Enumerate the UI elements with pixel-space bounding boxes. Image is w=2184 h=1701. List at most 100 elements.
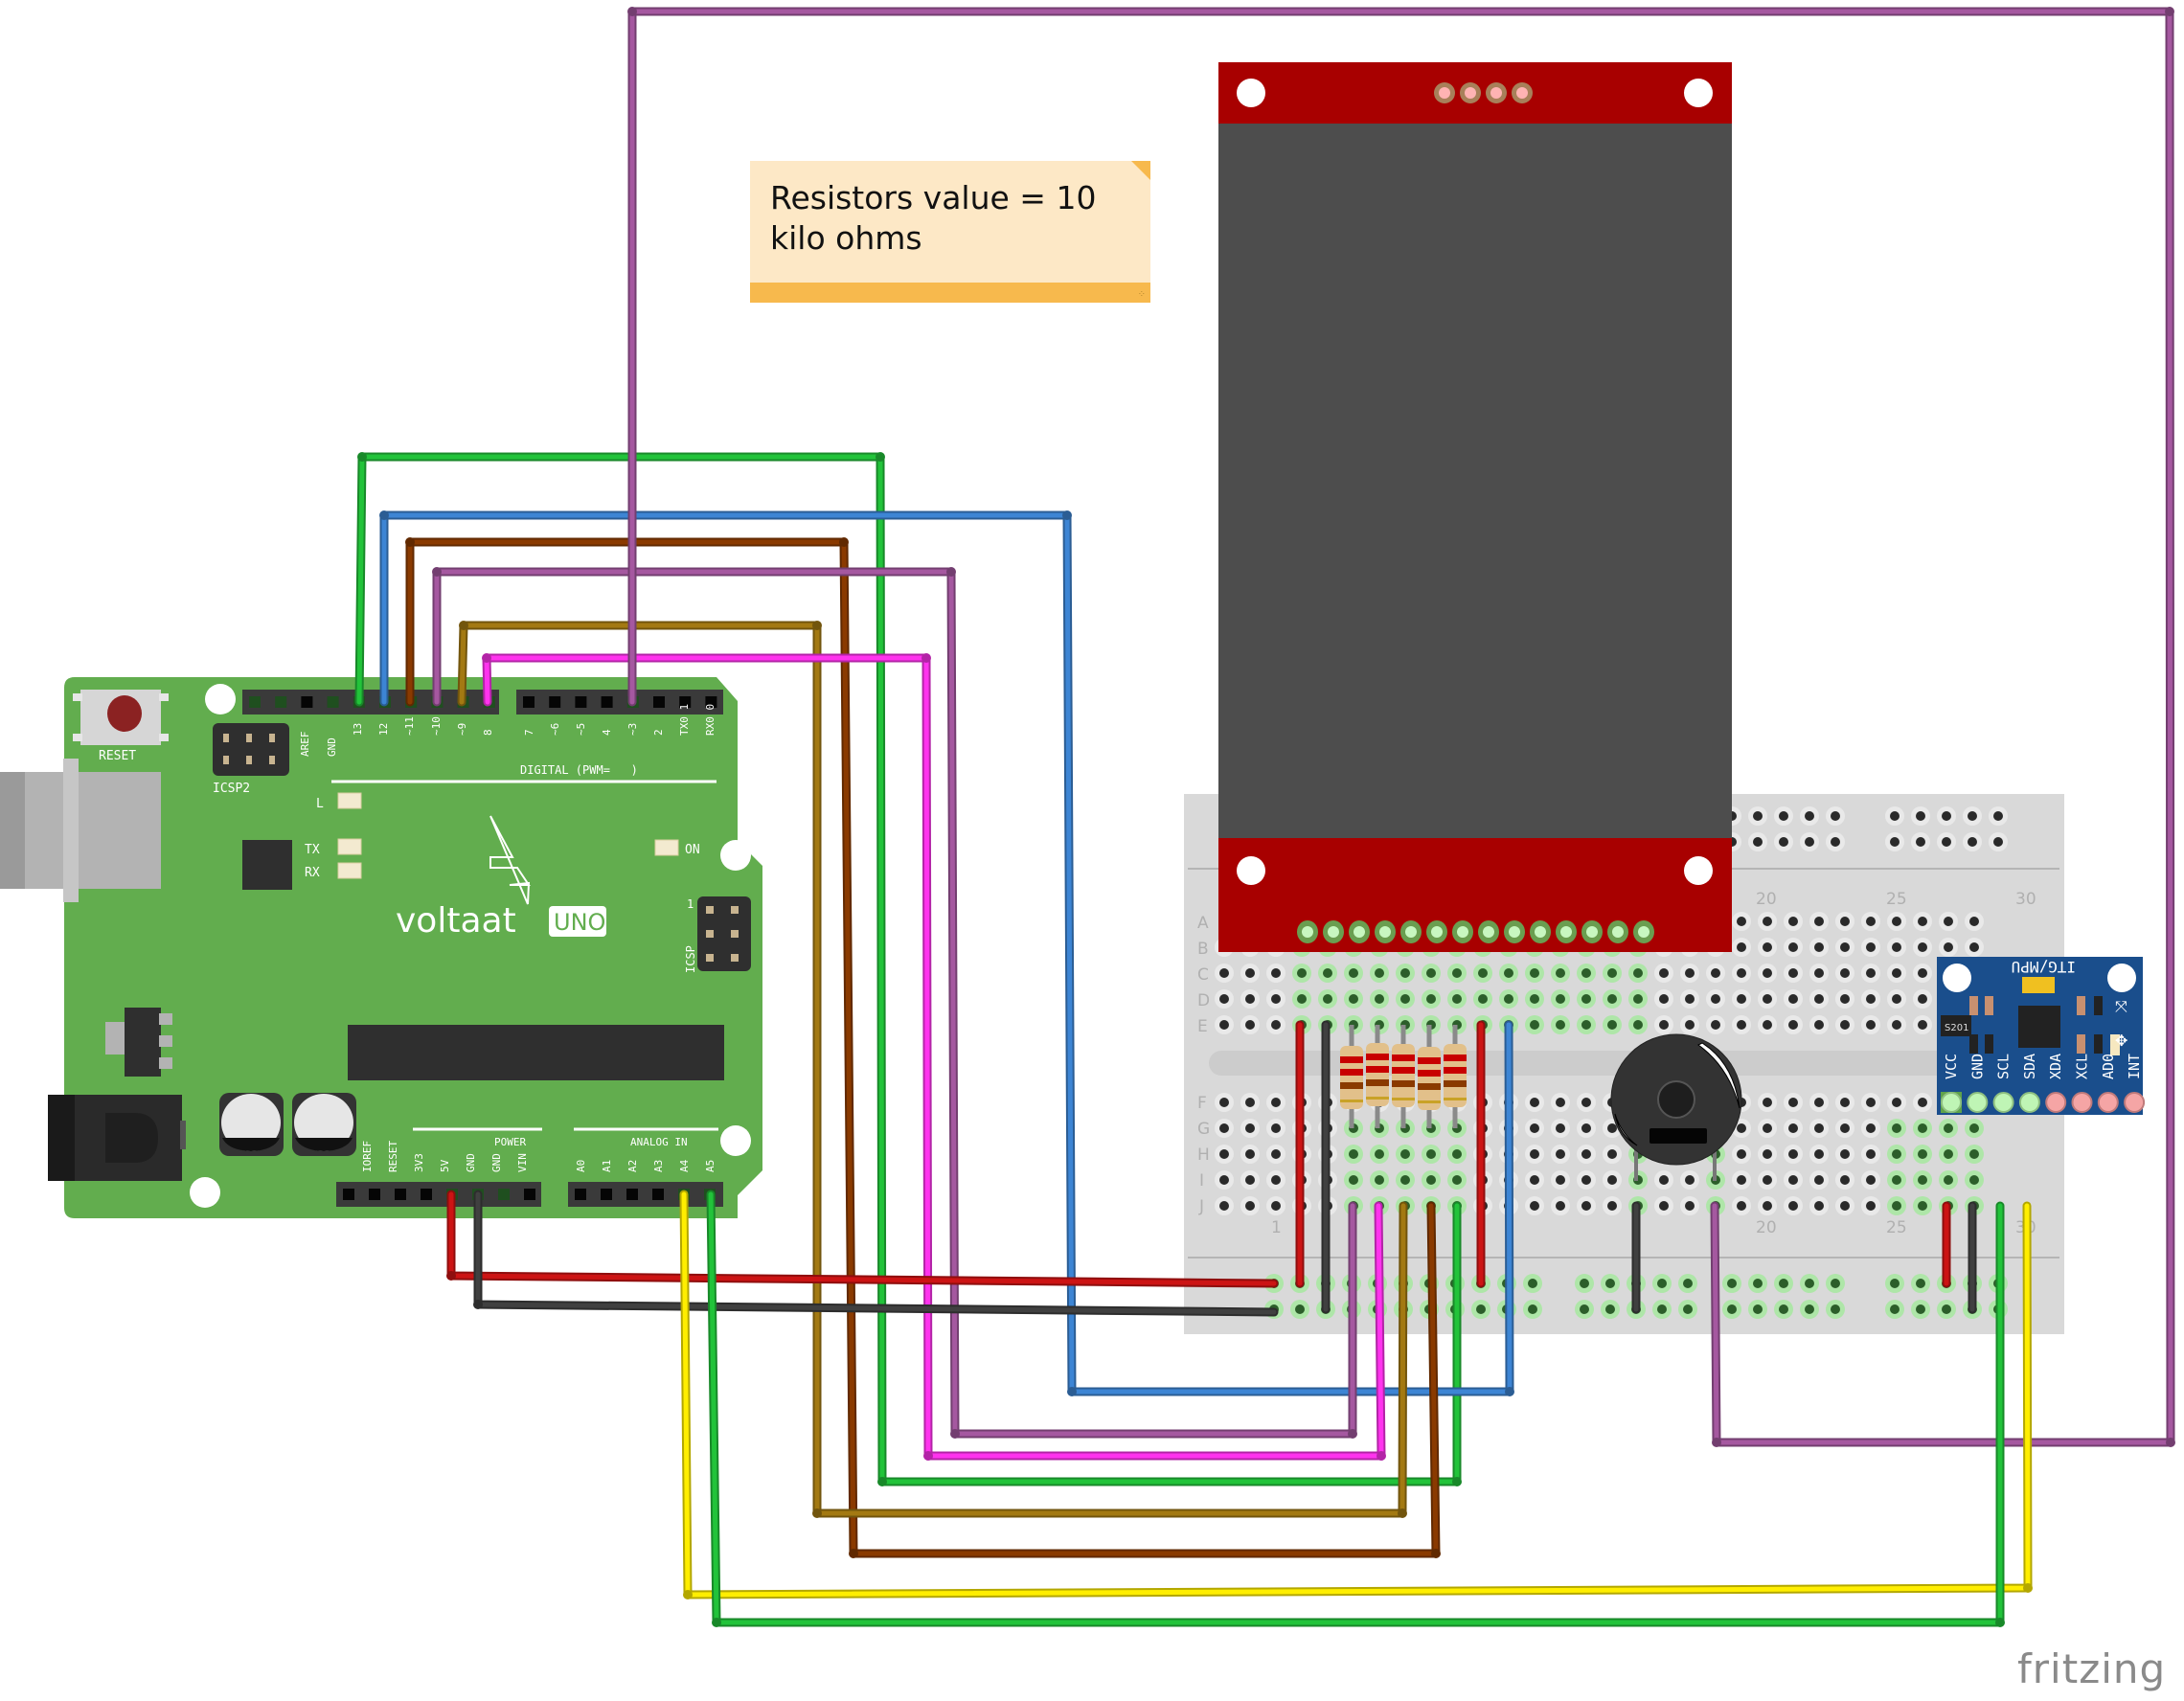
mpu-pin[interactable] (1941, 1092, 1962, 1113)
wire-bendpoint[interactable] (1376, 1451, 1386, 1461)
mpu-pin[interactable] (1992, 1092, 2014, 1113)
wire-d12-blue[interactable] (379, 510, 1514, 1396)
wire-bendpoint[interactable] (357, 452, 367, 462)
header-socket[interactable] (498, 1189, 510, 1200)
header-socket[interactable] (549, 696, 561, 708)
wire-d11-brown[interactable] (405, 537, 1441, 1558)
wire-bendpoint[interactable] (839, 537, 849, 547)
breadboard-hole-center (1245, 968, 1255, 978)
mpu-pin[interactable] (2018, 1092, 2040, 1113)
piezo-buzzer[interactable] (1610, 1033, 1742, 1181)
wire-bendpoint[interactable] (459, 621, 468, 630)
header-socket[interactable] (301, 696, 313, 708)
wire-bendpoint[interactable] (950, 1429, 960, 1439)
header-socket[interactable] (395, 1189, 406, 1200)
resistor[interactable] (1340, 1025, 1363, 1128)
wire-bendpoint[interactable] (2165, 7, 2174, 16)
header-socket[interactable] (679, 696, 692, 708)
header-socket[interactable] (343, 1189, 354, 1200)
header-socket[interactable] (524, 1189, 535, 1200)
wire-bendpoint[interactable] (627, 7, 637, 16)
wire-bendpoint[interactable] (812, 1508, 822, 1518)
wire-d10-purple[interactable] (432, 567, 1357, 1439)
resistor-band (1418, 1083, 1441, 1090)
wire-bendpoint[interactable] (877, 1477, 887, 1486)
wire-bendpoint[interactable] (446, 1271, 456, 1281)
header-socket[interactable] (626, 1189, 638, 1200)
header-socket[interactable] (705, 696, 717, 708)
wire-d3-purple[interactable] (627, 7, 2175, 1447)
breadboard-hole-center (1581, 1020, 1591, 1030)
breadboard-hole-center (1944, 1175, 1953, 1185)
mpu-pin[interactable] (2071, 1092, 2093, 1113)
wire-bendpoint[interactable] (1067, 1387, 1077, 1396)
header-socket[interactable] (652, 1189, 664, 1200)
wire-bendpoint[interactable] (1712, 1438, 1721, 1447)
wire-bendpoint[interactable] (1505, 1387, 1514, 1396)
mpu-pin[interactable] (1967, 1092, 1989, 1113)
wire-d9-olive[interactable] (457, 621, 1408, 1518)
wire-bendpoint[interactable] (712, 1618, 721, 1627)
wire-d8-pink[interactable] (482, 653, 1386, 1461)
wire-bendpoint[interactable] (379, 510, 389, 520)
header-socket[interactable] (369, 1189, 380, 1200)
wire-bendpoint[interactable] (812, 621, 822, 630)
wire-bendpoint[interactable] (876, 452, 885, 462)
resistor[interactable] (1366, 1025, 1389, 1128)
header-socket[interactable] (249, 696, 261, 708)
wire-bendpoint[interactable] (923, 1451, 933, 1461)
wire-bendpoint[interactable] (921, 653, 931, 663)
mpu-pin[interactable] (2097, 1092, 2119, 1113)
wire-bendpoint[interactable] (2023, 1583, 2033, 1593)
icsp-label: ICSP (684, 945, 697, 973)
tft-lcd-module[interactable] (1218, 62, 1732, 952)
header-socket[interactable] (601, 696, 613, 708)
header-socket[interactable] (575, 1189, 586, 1200)
wire-a4-yellow[interactable] (679, 1190, 2033, 1599)
breadboard-hole-center (1892, 968, 1901, 978)
header-socket[interactable] (653, 696, 665, 708)
wire-bendpoint[interactable] (1995, 1618, 2005, 1627)
mpu-pin[interactable] (2045, 1092, 2067, 1113)
breadboard-hole-center (1918, 917, 1927, 926)
wire-bendpoint[interactable] (1398, 1508, 1407, 1518)
wire-gnd-black[interactable] (473, 1190, 1279, 1317)
wire-bendpoint[interactable] (1348, 1429, 1357, 1439)
wire-5v-red[interactable] (446, 1190, 1279, 1288)
header-socket[interactable] (275, 696, 287, 708)
breadboard-hole-center (1916, 1279, 1925, 1288)
wire-bendpoint[interactable] (482, 653, 491, 663)
annotation-note[interactable]: Resistors value = 10 kilo ohms ⁘ (750, 161, 1150, 303)
note-text[interactable]: Resistors value = 10 kilo ohms (770, 178, 1134, 259)
breadboard-hole-center (1840, 968, 1850, 978)
breadboard-hole-center (1890, 837, 1900, 847)
wire-bendpoint[interactable] (683, 1590, 693, 1599)
header-socket[interactable] (601, 1189, 612, 1200)
header-socket[interactable] (421, 1189, 432, 1200)
header-socket[interactable] (327, 696, 339, 708)
reset-button[interactable] (73, 690, 169, 745)
resistor[interactable] (1444, 1025, 1467, 1128)
wire-d13-green[interactable] (354, 452, 1462, 1486)
resistor[interactable] (1418, 1025, 1441, 1128)
wire-bendpoint[interactable] (1062, 510, 1072, 520)
resistor[interactable] (1392, 1025, 1415, 1128)
digital-header-label: DIGITAL (PWM= ) (520, 763, 638, 777)
wire-bendpoint[interactable] (1431, 1549, 1441, 1558)
note-resize-grip-icon[interactable]: ⁘ (1137, 289, 1147, 300)
wire-bendpoint[interactable] (2166, 1438, 2175, 1447)
breadboard-hole-center (1737, 942, 1746, 952)
mpu-pin[interactable] (2124, 1092, 2146, 1113)
wire-bendpoint[interactable] (473, 1300, 483, 1309)
wire-bendpoint[interactable] (432, 567, 442, 577)
wire-bendpoint[interactable] (849, 1549, 858, 1558)
breadboard-hole-center (1476, 1304, 1486, 1314)
wire-bendpoint[interactable] (405, 537, 415, 547)
wire-a5-green[interactable] (706, 1190, 2005, 1627)
header-socket[interactable] (523, 696, 535, 708)
wire-bendpoint[interactable] (1452, 1477, 1462, 1486)
wire-bendpoint[interactable] (946, 567, 956, 577)
header-socket[interactable] (575, 696, 587, 708)
